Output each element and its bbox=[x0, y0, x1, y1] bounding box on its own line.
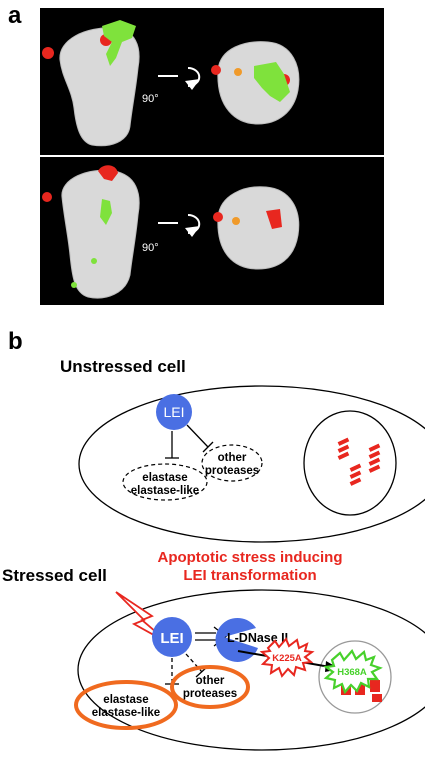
h368a-star bbox=[323, 649, 383, 695]
structure-views-bottom bbox=[42, 165, 300, 299]
elastase-label-stressed-2: elastase-like bbox=[92, 707, 160, 719]
panel-a-label: a bbox=[8, 2, 22, 29]
rotation-arrow-icon-top bbox=[158, 67, 201, 90]
rotation-label-bottom: 90° bbox=[142, 242, 159, 254]
structure-views-top bbox=[42, 20, 300, 147]
rotation-arrow-icon-bottom bbox=[158, 214, 201, 237]
green-loop-right bbox=[254, 62, 290, 102]
dna-helix-icon-3 bbox=[349, 463, 362, 486]
structure-panel-top: 90° bbox=[40, 8, 384, 155]
lei-molecule-unstressed bbox=[156, 394, 192, 430]
elastase-ellipse-stressed bbox=[74, 680, 178, 730]
green-loop-left bbox=[102, 20, 136, 66]
red-site-right-b1 bbox=[213, 212, 223, 222]
proteases-label-stressed-1: other bbox=[196, 675, 225, 687]
proteases-ellipse-unstressed bbox=[201, 444, 263, 482]
panel-b-label: b bbox=[8, 328, 23, 355]
elastase-label-stressed-1: elastase bbox=[103, 694, 148, 706]
proteases-ellipse-stressed bbox=[170, 665, 250, 709]
structure-panel-bottom: 90° bbox=[40, 157, 384, 305]
orange-site-right bbox=[234, 68, 242, 76]
orange-site-right-b bbox=[232, 217, 240, 225]
stress-caption-line1: Apoptotic stress inducing bbox=[157, 549, 343, 566]
ldnase-molecule bbox=[215, 617, 258, 662]
lei-label-stressed: LEI bbox=[160, 630, 183, 647]
red-site-right-b2 bbox=[266, 209, 282, 229]
stressed-heading: Stressed cell bbox=[2, 566, 107, 585]
elastase-label-unstressed-1: elastase bbox=[142, 472, 187, 484]
dna-helix-icon-2 bbox=[368, 443, 381, 473]
stressed-cell-membrane bbox=[77, 589, 425, 751]
inhibit-line-proteases bbox=[186, 424, 209, 448]
proteases-label-stressed-2: proteases bbox=[183, 688, 237, 700]
ldnase-label: L-DNase II bbox=[227, 631, 288, 645]
red-site-left-1 bbox=[42, 47, 54, 59]
green-loop-left-b bbox=[100, 199, 112, 225]
red-site-right-1 bbox=[211, 65, 221, 75]
unstressed-heading: Unstressed cell bbox=[60, 357, 186, 376]
green-dot-left-b bbox=[91, 258, 97, 264]
rotation-label-top: 90° bbox=[142, 93, 159, 105]
elastase-ellipse-unstressed bbox=[122, 463, 208, 501]
k225a-label: K225A bbox=[272, 653, 302, 664]
stress-caption: Apoptotic stress inducing LEI transforma… bbox=[130, 549, 370, 585]
unstressed-nucleus bbox=[303, 410, 397, 516]
lei-label-unstressed: LEI bbox=[163, 404, 184, 420]
proteases-label-unstressed-2: proteases bbox=[205, 465, 259, 477]
elastase-label-unstressed-2: elastase-like bbox=[131, 485, 199, 497]
green-dot-left-b2 bbox=[71, 282, 77, 288]
lei-molecule-stressed bbox=[152, 617, 192, 657]
k225a-star bbox=[259, 637, 315, 678]
proteases-label-unstressed-1: other bbox=[218, 452, 247, 464]
stressed-nucleus bbox=[318, 640, 392, 714]
red-site-left-b1 bbox=[42, 192, 52, 202]
dna-helix-icon-1 bbox=[337, 437, 350, 460]
stress-caption-line2: LEI transformation bbox=[183, 567, 317, 584]
red-site-left-b2 bbox=[98, 165, 118, 181]
unstressed-cell-membrane bbox=[78, 385, 425, 543]
protein-surface-right-b bbox=[217, 186, 300, 270]
h368a-label: H368A bbox=[337, 667, 367, 678]
